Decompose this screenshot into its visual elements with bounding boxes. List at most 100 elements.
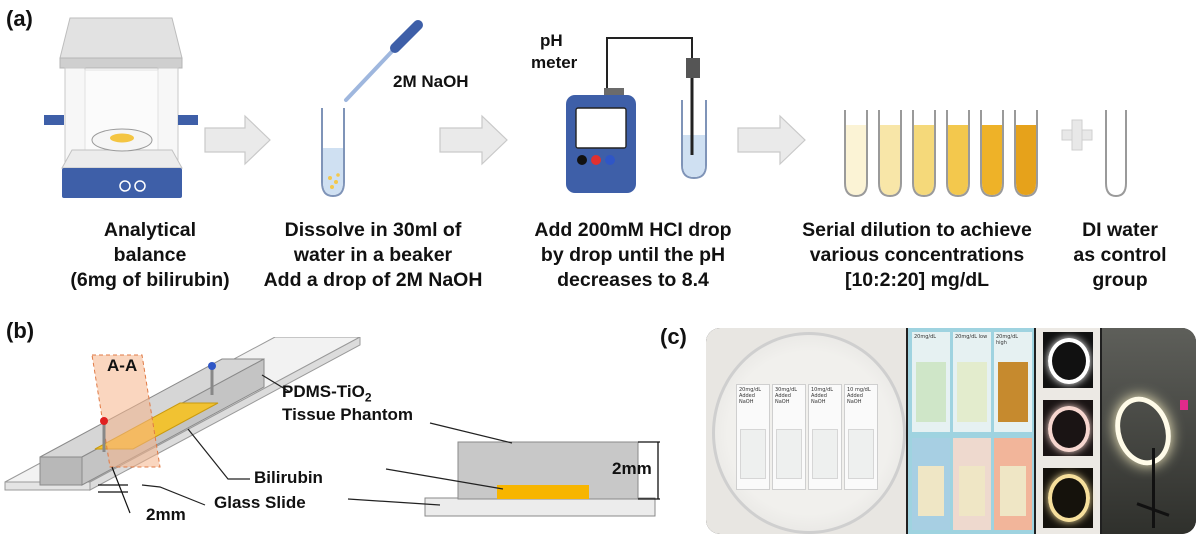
dilution-tube (980, 110, 1004, 198)
dish-sample-film (776, 429, 802, 479)
panel-label-b: (b) (6, 318, 35, 343)
strip-sample-film (916, 362, 946, 422)
strip-sample-film (1000, 466, 1026, 516)
thickness-label-right: 2mm (612, 459, 652, 478)
caption-line: Add 200mM HCI drop (534, 219, 732, 241)
dilution-tube (946, 110, 970, 198)
dish-sample-note: 20mg/dL Added NaOH (739, 387, 762, 405)
caption-line: Add a drop of 2M NaOH (263, 269, 483, 291)
plus-icon (1061, 119, 1093, 151)
caption-line: as control (1073, 244, 1167, 266)
strip-sample-film (918, 466, 944, 516)
pdms-label-text: PDMS-TiO (282, 382, 365, 401)
ring-light-pink-icon (1048, 406, 1090, 452)
dilution-tube (912, 110, 936, 198)
dish-sample-card: 20mg/dL Added NaOH (736, 384, 770, 490)
ring-light-white-icon (1048, 338, 1090, 384)
ph-meter-label-line-2: meter (531, 53, 578, 72)
caption-line: Analytical (103, 219, 197, 241)
strip-sample-bottom (912, 438, 950, 530)
dish-sample-note: 10mg/dL Added NaOH (811, 387, 834, 405)
panel-b-schematic (4, 337, 660, 517)
strip-sample-top: 20mg/dL (912, 332, 950, 432)
ph-meter-label: pH meter (531, 30, 577, 74)
lab-ring-light (1106, 389, 1180, 473)
caption-line: by drop until the pH (540, 244, 726, 266)
ring-light-warm-icon (1048, 474, 1090, 522)
strip-sample-film (998, 362, 1028, 422)
caption-line: decreases to 8.4 (557, 269, 709, 291)
pipette-icon (344, 20, 423, 102)
pdms-label: PDMS-TiO2 (282, 382, 372, 407)
dilution-liquid (846, 125, 866, 195)
strip-sample-top: 20mg/dL high (994, 332, 1032, 432)
port-pins (100, 362, 216, 452)
ring-light-photo (1036, 328, 1100, 534)
lab-setup-photo (1102, 328, 1196, 534)
dish-sample-card: 10 mg/dL Added NaOH (844, 384, 878, 490)
step-caption-dilution: Serial dilution to achieve various conce… (802, 218, 1032, 293)
photo-collage: 20mg/dL Added NaOH 30mg/dL Added NaOH 10mg… (706, 328, 1196, 534)
caption-line: [10:2:20] mg/dL (844, 269, 990, 291)
step-caption-dissolve: Dissolve in 30ml of water in a beaker Ad… (264, 218, 483, 293)
lab-marker (1180, 400, 1188, 410)
dish-sample-film (848, 429, 874, 479)
naoh-label: 2M NaOH (393, 72, 469, 91)
step-caption-balance: Analytical balance (6mg of bilirubin) (70, 218, 229, 293)
dilution-liquid (880, 125, 900, 195)
bilirubin-label: Bilirubin (254, 468, 323, 487)
strip-sample-bottom (953, 438, 991, 530)
dilution-tube (878, 110, 902, 198)
ph-meter-label-line-1: pH (540, 31, 563, 50)
cross-section (424, 441, 660, 517)
control-tube-icon (1105, 110, 1127, 198)
dish-sample-card: 10mg/dL Added NaOH (808, 384, 842, 490)
dish-sample-card: 30mg/dL Added NaOH (772, 384, 806, 490)
strip-sample-film (957, 362, 987, 422)
petri-dish-photo: 20mg/dL Added NaOH 30mg/dL Added NaOH 10mg… (706, 328, 906, 534)
caption-line: water in a beaker (293, 244, 453, 266)
caption-line: various concentrations (809, 244, 1025, 266)
section-plane (91, 354, 161, 468)
step-caption-control: DI water as control group (1073, 218, 1166, 293)
dilution-tube (844, 110, 868, 198)
strip-sample-note: 20mg/dL high (996, 334, 1019, 346)
dilution-tube (1014, 110, 1038, 198)
caption-line: balance (113, 244, 187, 266)
strip-sample-note: 20mg/dL low (955, 334, 988, 340)
process-arrows (204, 114, 806, 166)
panel-label-a: (a) (6, 6, 33, 31)
dilution-tubes (844, 110, 1038, 198)
thickness-label-left: 2mm (146, 505, 186, 524)
glass-slide-label: Glass Slide (214, 493, 306, 512)
dish-sample-film (740, 429, 766, 479)
strip-sample-top: 20mg/dL low (953, 332, 991, 432)
caption-line: group (1092, 269, 1148, 291)
dish-sample-film (812, 429, 838, 479)
step-caption-hcl: Add 200mM HCI drop by drop until the pH … (534, 218, 731, 293)
section-label: A-A (107, 356, 138, 375)
caption-line: (6mg of bilirubin) (70, 269, 230, 291)
panel-label-c: (c) (660, 324, 687, 349)
strip-sample-film (959, 466, 985, 516)
caption-line: Serial dilution to achieve (802, 219, 1032, 241)
sample-strips-photo: 20mg/dL 20mg/dL low 20mg/dL high (908, 328, 1034, 534)
tissue-phantom-label: Tissue Phantom (282, 405, 413, 424)
dilution-liquid (982, 125, 1002, 195)
test-tube-icon (321, 108, 345, 198)
analytical-balance-icon (44, 17, 198, 198)
dilution-liquid (1016, 125, 1036, 195)
dilution-liquid (948, 125, 968, 195)
dish-sample-note: 10 mg/dL Added NaOH (847, 387, 871, 405)
tripod-pole (1152, 448, 1155, 528)
dilution-liquid (914, 125, 934, 195)
caption-line: Dissolve in 30ml of (284, 219, 462, 241)
caption-line: DI water (1082, 219, 1158, 241)
ph-meter-icon (566, 37, 707, 193)
strip-sample-bottom (994, 438, 1032, 530)
dish-sample-note: 30mg/dL Added NaOH (775, 387, 798, 405)
strip-sample-note: 20mg/dL (914, 334, 937, 340)
pdms-subscript: 2 (364, 390, 372, 405)
